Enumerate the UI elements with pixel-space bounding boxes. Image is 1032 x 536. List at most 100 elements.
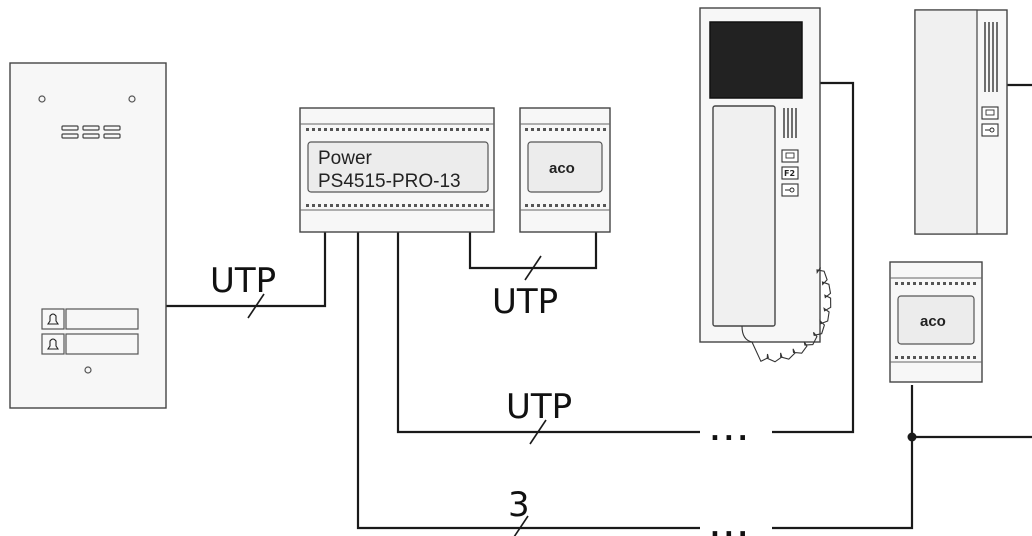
terminal-icon <box>366 128 369 131</box>
terminal-icon <box>486 128 489 131</box>
terminal-icon <box>354 128 357 131</box>
terminal-icon <box>543 204 546 207</box>
terminal-icon <box>438 128 441 131</box>
terminal-icon <box>348 204 351 207</box>
terminal-icon <box>366 204 369 207</box>
terminal-icon <box>919 356 922 359</box>
terminal-icon <box>474 204 477 207</box>
terminal-icon <box>525 204 528 207</box>
terminal-icon <box>426 128 429 131</box>
right-speaker-icon <box>984 22 998 92</box>
terminal-icon <box>414 128 417 131</box>
terminal-icon <box>330 204 333 207</box>
terminal-row <box>525 128 606 131</box>
terminal-icon <box>372 128 375 131</box>
wire-psu-to-module <box>468 232 598 270</box>
monitor-button-f2-label: F2 <box>784 169 795 178</box>
terminal-icon <box>549 128 552 131</box>
coiled-cord <box>741 267 832 363</box>
terminal-icon <box>378 128 381 131</box>
monitor-button-menu <box>781 149 799 163</box>
terminal-icon <box>973 282 976 285</box>
terminal-icon <box>462 128 465 131</box>
terminal-icon <box>396 128 399 131</box>
terminal-icon <box>585 128 588 131</box>
terminal-row <box>895 356 976 359</box>
terminal-icon <box>597 204 600 207</box>
label-wire-panel-psu: UTP <box>210 261 276 301</box>
terminal-icon <box>573 128 576 131</box>
terminal-icon <box>943 356 946 359</box>
wires <box>166 81 1032 536</box>
terminal-icon <box>537 128 540 131</box>
terminal-icon <box>543 128 546 131</box>
terminal-icon <box>949 282 952 285</box>
right-button-menu <box>981 106 999 120</box>
terminal-icon <box>486 204 489 207</box>
aco-module-right: aco <box>889 261 983 383</box>
speaker-grille-icon <box>61 125 121 139</box>
terminal-icon <box>925 282 928 285</box>
terminal-icon <box>961 282 964 285</box>
terminal-icon <box>312 204 315 207</box>
terminal-icon <box>462 204 465 207</box>
terminal-icon <box>973 356 976 359</box>
terminal-icon <box>537 204 540 207</box>
monitor-button-f2 <box>781 166 799 180</box>
terminal-icon <box>895 356 898 359</box>
terminal-icon <box>931 282 934 285</box>
terminal-icon <box>318 128 321 131</box>
terminal-icon <box>967 282 970 285</box>
monitor-screen <box>709 21 803 99</box>
terminal-icon <box>573 204 576 207</box>
terminal-icon <box>955 282 958 285</box>
terminal-row <box>525 204 606 207</box>
terminal-icon <box>919 282 922 285</box>
terminal-icon <box>591 204 594 207</box>
terminal-icon <box>567 128 570 131</box>
terminal-icon <box>531 204 534 207</box>
terminal-icon <box>561 204 564 207</box>
terminal-icon <box>907 282 910 285</box>
panel-screw-icon <box>38 95 46 103</box>
terminal-icon <box>420 204 423 207</box>
terminal-icon <box>414 204 417 207</box>
terminal-icon <box>372 204 375 207</box>
terminal-icon <box>408 204 411 207</box>
terminal-icon <box>961 356 964 359</box>
wire-junction-dot <box>907 432 917 442</box>
slash-marker-3 <box>529 419 547 445</box>
terminal-icon <box>354 204 357 207</box>
terminal-icon <box>438 204 441 207</box>
terminal-icon <box>390 204 393 207</box>
terminal-icon <box>408 128 411 131</box>
video-monitor: F2 <box>699 7 832 363</box>
handset <box>712 105 776 327</box>
terminal-icon <box>480 128 483 131</box>
terminal-icon <box>396 204 399 207</box>
terminal-row <box>895 282 976 285</box>
terminal-icon <box>402 204 405 207</box>
terminal-icon <box>312 128 315 131</box>
aco-logo: aco <box>549 160 575 177</box>
terminal-icon <box>561 128 564 131</box>
terminal-icon <box>579 204 582 207</box>
terminal-icon <box>390 128 393 131</box>
terminal-icon <box>402 128 405 131</box>
wire-psu-to-monitor <box>396 232 700 434</box>
terminal-icon <box>360 204 363 207</box>
terminal-icon <box>949 356 952 359</box>
call-button-2 <box>41 333 139 355</box>
terminal-icon <box>955 356 958 359</box>
terminal-icon <box>378 204 381 207</box>
terminal-icon <box>342 204 345 207</box>
terminal-icon <box>450 204 453 207</box>
terminal-icon <box>444 204 447 207</box>
terminal-icon <box>348 128 351 131</box>
wire-panel-to-psu <box>166 232 327 308</box>
terminal-icon <box>336 204 339 207</box>
terminal-icon <box>591 128 594 131</box>
terminal-icon <box>420 128 423 131</box>
terminal-icon <box>426 204 429 207</box>
terminal-icon <box>384 128 387 131</box>
